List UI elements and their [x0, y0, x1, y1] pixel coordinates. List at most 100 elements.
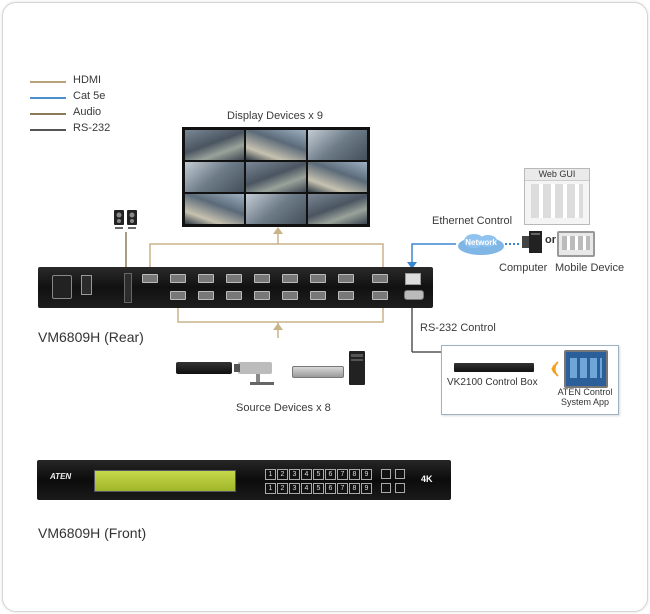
hdmi-input-port [226, 291, 242, 300]
front-model-label: VM6809H (Front) [38, 525, 147, 541]
network-label: Network [465, 238, 497, 247]
front-port-button-7[interactable]: 7 [337, 469, 348, 480]
control-app-label: ATEN Control System App [554, 387, 616, 407]
media-player-icon [292, 366, 344, 378]
display-screen [307, 130, 367, 160]
lcd-display [94, 470, 236, 492]
ethernet-control-label: Ethernet Control [432, 215, 513, 227]
power-socket-icon [52, 275, 72, 299]
web-gui-title: Web GUI [525, 169, 589, 181]
aten-logo: ATEN [50, 472, 72, 481]
display-screen [246, 194, 306, 224]
hdmi-output-port [198, 274, 214, 283]
hdmi-output-port [282, 274, 298, 283]
display-screen [246, 130, 306, 160]
hdmi-output-port [170, 274, 186, 283]
front-port-button-1[interactable]: 1 [265, 483, 276, 494]
legend-swatch-audio [30, 113, 66, 115]
hdmi-input-port [310, 291, 326, 300]
audio-jack [124, 273, 132, 303]
hdmi-input-port [254, 291, 270, 300]
hdmi-source-arrow [273, 323, 283, 330]
hdmi-input-port [372, 291, 388, 300]
mobile-device-label: Mobile Device [555, 262, 625, 274]
display-screen [307, 162, 367, 192]
vk2100-control-box-icon [454, 363, 534, 372]
network-cloud-icon: Network [456, 232, 506, 256]
hdmi-input-port [338, 291, 354, 300]
or-label: or [545, 234, 556, 246]
display-devices-label: Display Devices x 9 [227, 110, 323, 122]
web-gui-content [531, 184, 583, 218]
computer-icon [522, 231, 542, 253]
front-port-button-6[interactable]: 6 [325, 469, 336, 480]
front-port-button-3[interactable]: 3 [289, 483, 300, 494]
hdmi-output-port [372, 274, 388, 283]
hdmi-input-port [170, 291, 186, 300]
hdmi-input-port [282, 291, 298, 300]
power-switch-icon [81, 275, 92, 295]
front-port-button-9[interactable]: 9 [361, 469, 372, 480]
legend-label-rs232: RS-232 [73, 122, 111, 134]
front-port-button-2[interactable]: 2 [277, 483, 288, 494]
enter-button[interactable] [395, 483, 405, 493]
front-port-button-2[interactable]: 2 [277, 469, 288, 480]
legend-label-audio: Audio [73, 106, 102, 118]
legend-label-cat5e: Cat 5e [73, 90, 106, 102]
computer-label: Computer [499, 262, 548, 274]
speaker-icon [114, 210, 137, 229]
camera-icon [234, 362, 274, 385]
pc-tower-icon [349, 351, 365, 385]
front-port-button-8[interactable]: 8 [349, 483, 360, 494]
cat5e-line [411, 243, 456, 268]
front-port-button-3[interactable]: 3 [289, 469, 300, 480]
display-screen [185, 162, 245, 192]
hdmi-up-arrow [273, 227, 283, 234]
rs232-port [404, 290, 424, 300]
control-box-label: VK2100 Control Box [447, 377, 538, 388]
front-port-button-6[interactable]: 6 [325, 483, 336, 494]
display-screen [246, 162, 306, 192]
display-wall [182, 127, 370, 227]
hdmi-input-bus [177, 308, 384, 323]
source-devices-label: Source Devices x 8 [236, 402, 331, 414]
display-screen [185, 130, 245, 160]
front-port-button-4[interactable]: 4 [301, 469, 312, 480]
hdmi-output-port [254, 274, 270, 283]
tablet-app-icon [564, 350, 608, 388]
hdmi-output-port [142, 274, 158, 283]
legend-swatch-cat5e [30, 97, 66, 99]
4k-badge: 4K [421, 474, 433, 484]
menu-button[interactable] [381, 469, 391, 479]
control-app-label-line2: System App [560, 397, 610, 407]
blu-ray-player-icon [176, 362, 232, 374]
cat5e-arrow [407, 262, 417, 269]
front-port-button-9[interactable]: 9 [361, 483, 372, 494]
front-port-button-8[interactable]: 8 [349, 469, 360, 480]
hdmi-output-bus [149, 243, 384, 268]
legend-swatch-rs232 [30, 129, 66, 131]
mobile-device-icon [557, 231, 595, 257]
front-port-button-4[interactable]: 4 [301, 483, 312, 494]
rs232-control-label: RS-232 Control [420, 322, 496, 334]
display-screen [185, 194, 245, 224]
display-screen [307, 194, 367, 224]
profile-button[interactable] [381, 483, 391, 493]
wireless-signal-icon [551, 361, 559, 377]
front-port-button-7[interactable]: 7 [337, 483, 348, 494]
hdmi-output-port [338, 274, 354, 283]
mode-button[interactable] [395, 469, 405, 479]
legend-swatch-hdmi [30, 81, 66, 83]
front-port-button-5[interactable]: 5 [313, 469, 324, 480]
front-port-button-1[interactable]: 1 [265, 469, 276, 480]
hdmi-output-port [310, 274, 326, 283]
legend-label-hdmi: HDMI [73, 74, 102, 86]
hdmi-output-port [226, 274, 242, 283]
vm6809h-rear-panel [38, 267, 433, 308]
rear-model-label: VM6809H (Rear) [38, 329, 144, 345]
front-port-button-5[interactable]: 5 [313, 483, 324, 494]
web-gui-window: Web GUI [524, 168, 590, 225]
ethernet-port [405, 273, 421, 285]
hdmi-input-port [198, 291, 214, 300]
